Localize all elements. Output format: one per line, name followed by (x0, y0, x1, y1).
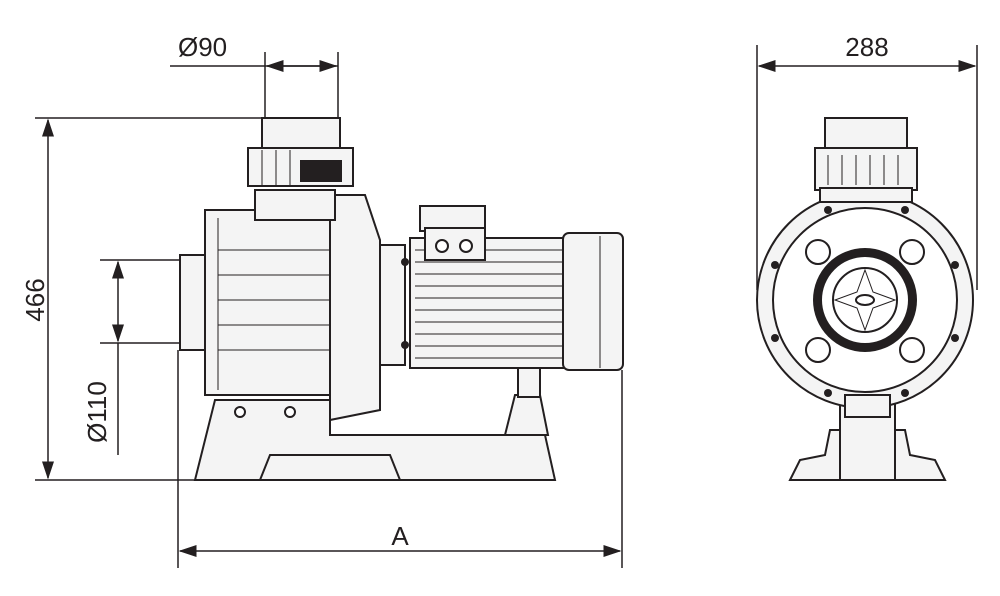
outlet-diameter-label: Ø90 (178, 32, 227, 62)
dimension-lines-front: 288 (756, 32, 978, 290)
pump-side-view (179, 117, 624, 481)
terminal-box (419, 205, 486, 232)
length-label: A (391, 521, 409, 551)
width-label: 288 (845, 32, 888, 62)
front-outlet-union (814, 147, 918, 191)
pump-housing (204, 209, 336, 396)
pump-front-view (756, 117, 974, 481)
dimension-lines-side: Ø90 466 Ø110 A (20, 32, 623, 568)
height-label: 466 (20, 278, 50, 321)
pump-volute (329, 194, 381, 422)
inlet-diameter-label: Ø110 (82, 381, 112, 443)
fan-cover (562, 232, 624, 371)
